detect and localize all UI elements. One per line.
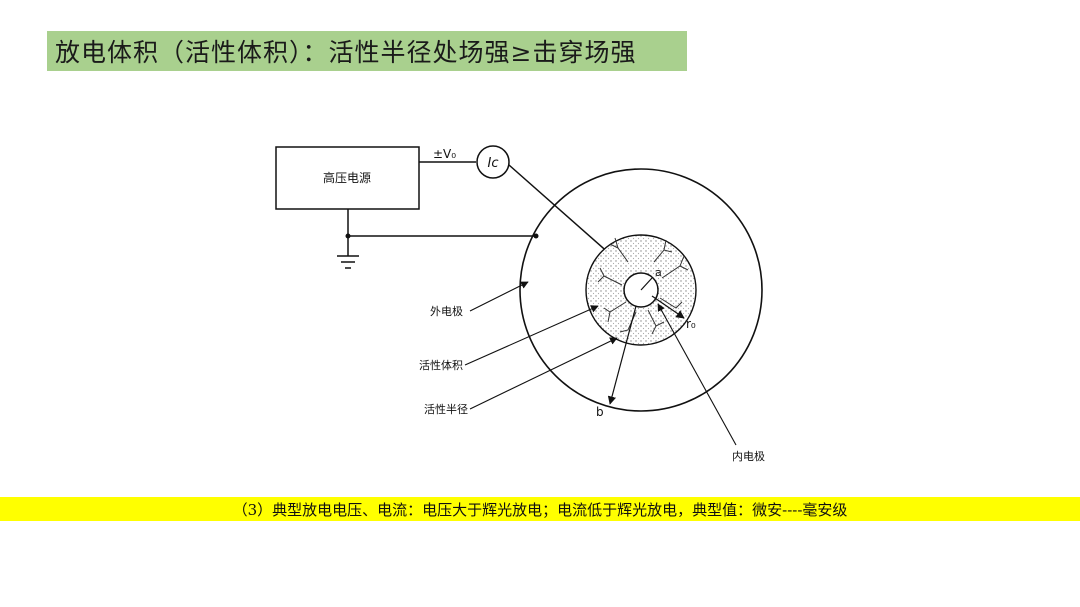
voltage-label: ±V₀ <box>433 147 456 161</box>
ground-icon <box>337 255 359 269</box>
b-label: b <box>596 405 604 419</box>
active-volume-label: 活性体积 <box>419 358 463 372</box>
power-supply-label: 高压电源 <box>323 170 371 185</box>
ammeter-symbol <box>476 145 510 179</box>
inner-electrode-leader <box>657 303 737 446</box>
active-radius-leader <box>469 337 618 410</box>
inner-radius-line <box>640 277 653 291</box>
inner-electrode-label: 内电极 <box>732 449 765 463</box>
r0-label: r₀ <box>686 317 696 331</box>
active-radius-label: 活性半径 <box>424 402 468 416</box>
outer-electrode-label: 外电极 <box>430 304 463 318</box>
ground-junction-dot <box>345 233 351 239</box>
r0-arrow <box>651 295 685 319</box>
active-volume-leader <box>464 305 599 366</box>
outer-electrode-leader <box>469 281 529 312</box>
discharge-streamers <box>597 237 689 335</box>
footer-note: （3）典型放电电压、电流：电压大于辉光放电；电流低于辉光放电，典型值：微安---… <box>0 497 1080 521</box>
current-label: Ic <box>488 156 499 171</box>
a-label: a <box>655 266 662 279</box>
b-arrow <box>607 305 637 405</box>
outer-electrode <box>519 168 763 412</box>
junction-dot <box>533 233 539 239</box>
page-title: 放电体积（活性体积）：活性半径处场强≥击穿场强 <box>47 31 687 71</box>
